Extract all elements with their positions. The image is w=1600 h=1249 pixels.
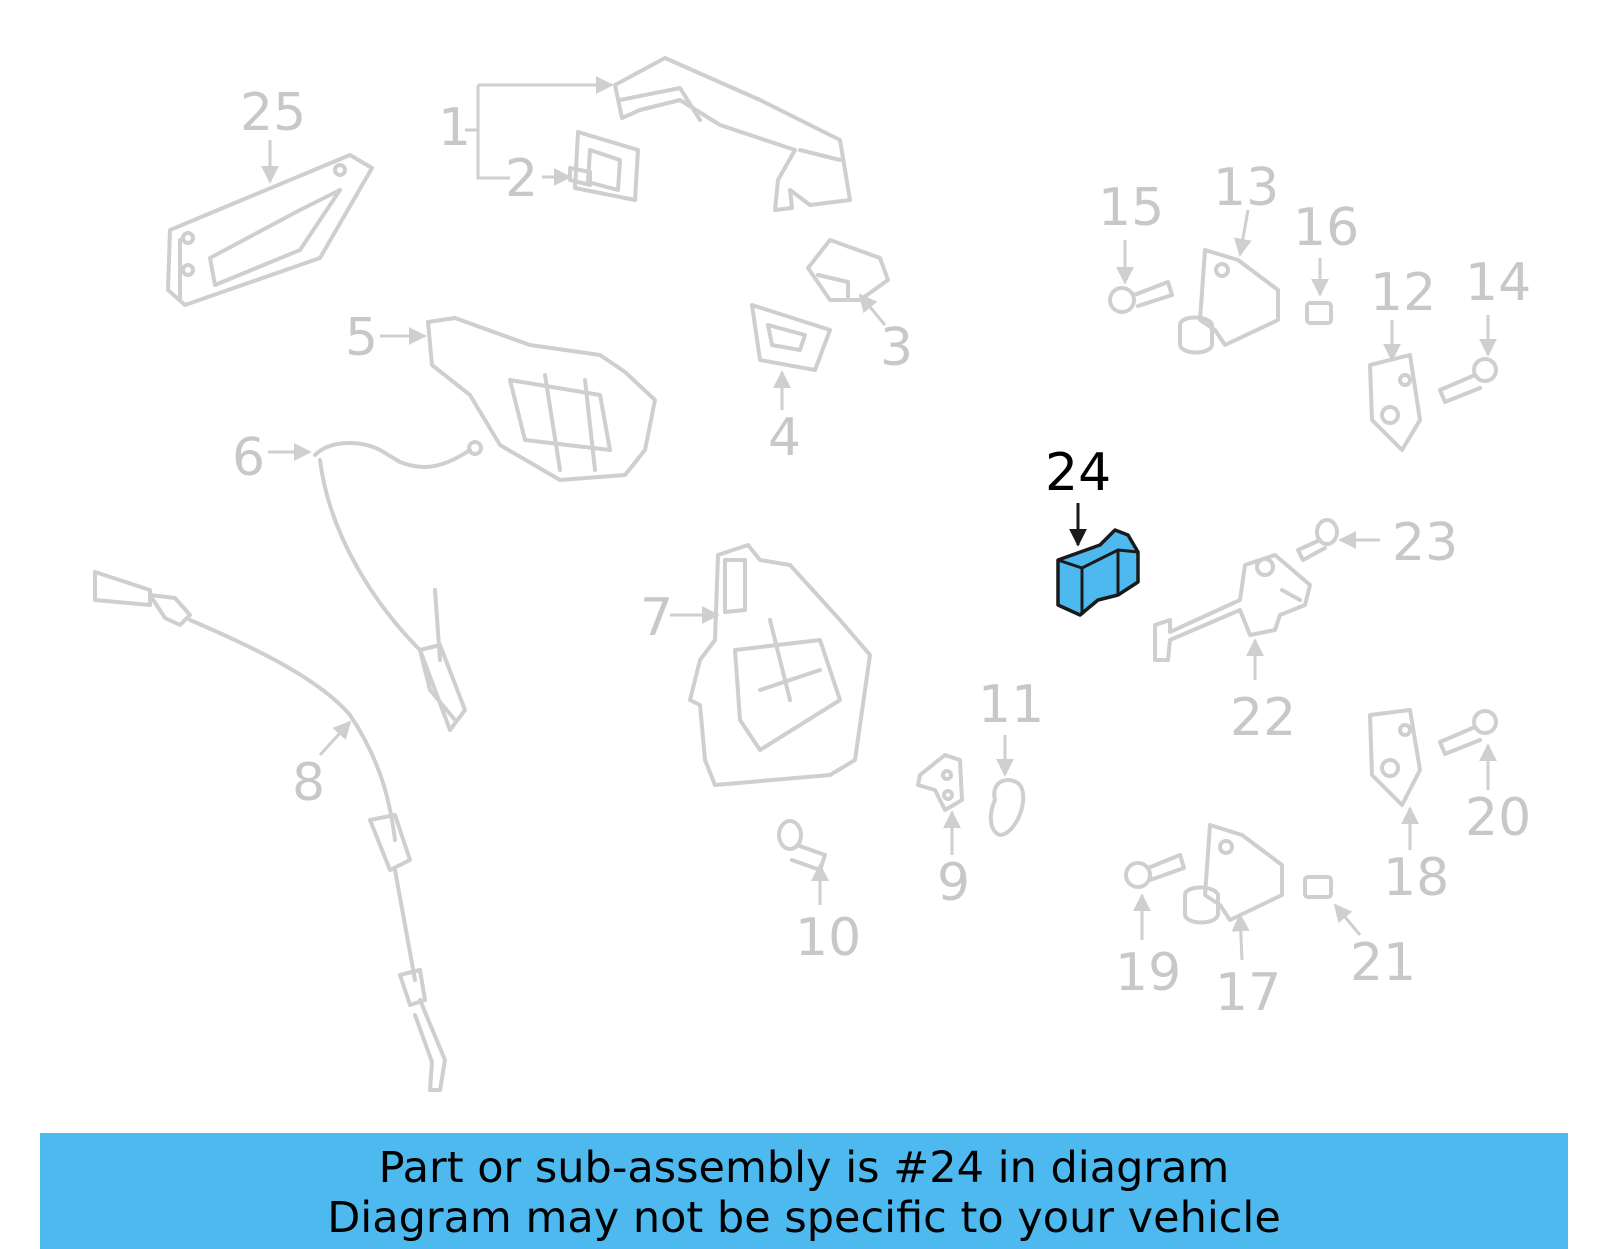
- callout-3: 3: [880, 318, 913, 378]
- callout-14: 14: [1465, 253, 1531, 313]
- part-12-striker: [1368, 353, 1422, 452]
- banner-disclaimer-text: Diagram may not be specific to your vehi…: [327, 1193, 1281, 1243]
- callout-25: 25: [240, 83, 306, 143]
- part-9-bracket: [916, 753, 964, 812]
- callout-19: 19: [1115, 943, 1181, 1003]
- callout-9: 9: [937, 853, 970, 913]
- part-24-highlighted[interactable]: [1056, 528, 1140, 617]
- part-15-bolt: [1108, 280, 1174, 314]
- part-5-frame: [426, 316, 657, 482]
- part-19-bolt: [1124, 853, 1186, 889]
- callout-16: 16: [1293, 198, 1359, 258]
- callout-10: 10: [795, 908, 861, 968]
- part-20-bolt: [1438, 709, 1498, 756]
- part-21-bushing: [1303, 875, 1333, 899]
- callout-22: 22: [1230, 688, 1296, 748]
- callout-8: 8: [292, 753, 325, 813]
- info-banner: Part or sub-assembly is #24 in diagram D…: [40, 1133, 1568, 1249]
- part-4-gasket: [750, 303, 832, 372]
- callout-13: 13: [1213, 158, 1279, 218]
- part-1-outer-handle: [613, 56, 852, 212]
- callout-11: 11: [978, 675, 1044, 735]
- callout-6: 6: [232, 428, 265, 488]
- part-14-bolt: [1438, 357, 1498, 404]
- part-2-handle-insert: [568, 130, 640, 202]
- callout-1: 1: [438, 98, 471, 158]
- callout-17: 17: [1215, 963, 1281, 1023]
- callout-21: 21: [1350, 933, 1416, 993]
- part-8-cable: [93, 570, 447, 1092]
- part-18-striker: [1368, 708, 1422, 807]
- callout-15: 15: [1098, 178, 1164, 238]
- part-13-hinge: [1178, 248, 1280, 355]
- callout-2: 2: [505, 149, 538, 209]
- part-16-bushing: [1305, 301, 1333, 325]
- part-25-inner-handle: [166, 153, 374, 307]
- callout-18: 18: [1383, 848, 1449, 908]
- part-17-hinge: [1183, 823, 1284, 925]
- part-23-screw: [1296, 518, 1339, 562]
- callout-24: 24: [1045, 443, 1111, 503]
- part-7-latch: [688, 543, 872, 787]
- callout-12: 12: [1370, 263, 1436, 323]
- callout-20: 20: [1465, 788, 1531, 848]
- callout-23: 23: [1392, 513, 1458, 573]
- callout-4: 4: [768, 408, 801, 468]
- part-10-screw: [777, 819, 827, 872]
- part-6-cable: [313, 440, 483, 732]
- callout-7: 7: [640, 588, 673, 648]
- part-22-door-check: [1153, 553, 1312, 662]
- callout-5: 5: [345, 308, 378, 368]
- part-3-cap: [806, 238, 890, 302]
- banner-part-text: Part or sub-assembly is #24 in diagram: [378, 1143, 1230, 1193]
- part-11-seal: [988, 778, 1026, 837]
